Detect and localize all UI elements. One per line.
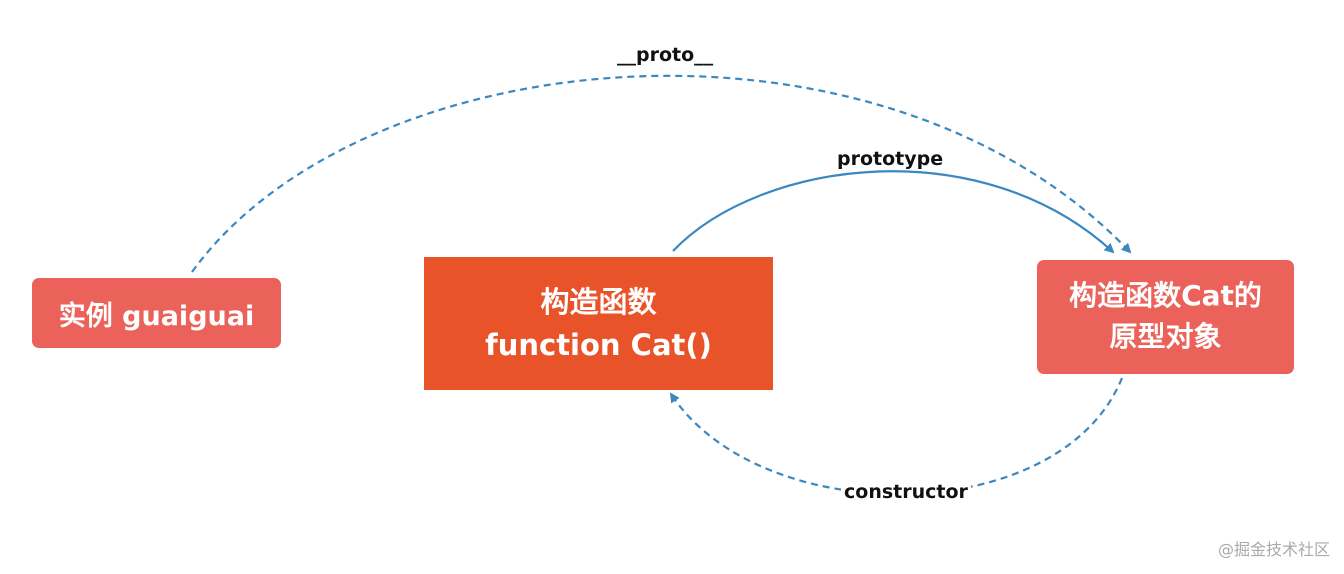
constructor-node-title: 构造函数 xyxy=(540,285,657,320)
edge-constructor-arrow xyxy=(669,377,1124,496)
constructor-node: 构造函数 function Cat() xyxy=(424,257,773,390)
prototype-object-node-line2: 原型对象 xyxy=(1109,320,1222,353)
instance-node-label: 实例 guaiguai xyxy=(58,300,255,332)
prototype-object-node: 构造函数Cat的 原型对象 xyxy=(1037,260,1294,374)
instance-node: 实例 guaiguai xyxy=(32,278,281,348)
edge-label-proto: __proto__ xyxy=(614,44,717,66)
watermark: @掘金技术社区 xyxy=(1217,540,1330,559)
constructor-node-code: function Cat() xyxy=(485,327,712,362)
edge-label-prototype: prototype xyxy=(834,148,947,170)
edge-prototype-arrow xyxy=(672,170,1115,254)
prototype-object-node-line1: 构造函数Cat的 xyxy=(1069,279,1262,313)
edge-label-constructor: constructor xyxy=(841,481,971,503)
edge-proto-arrow xyxy=(191,74,1132,273)
